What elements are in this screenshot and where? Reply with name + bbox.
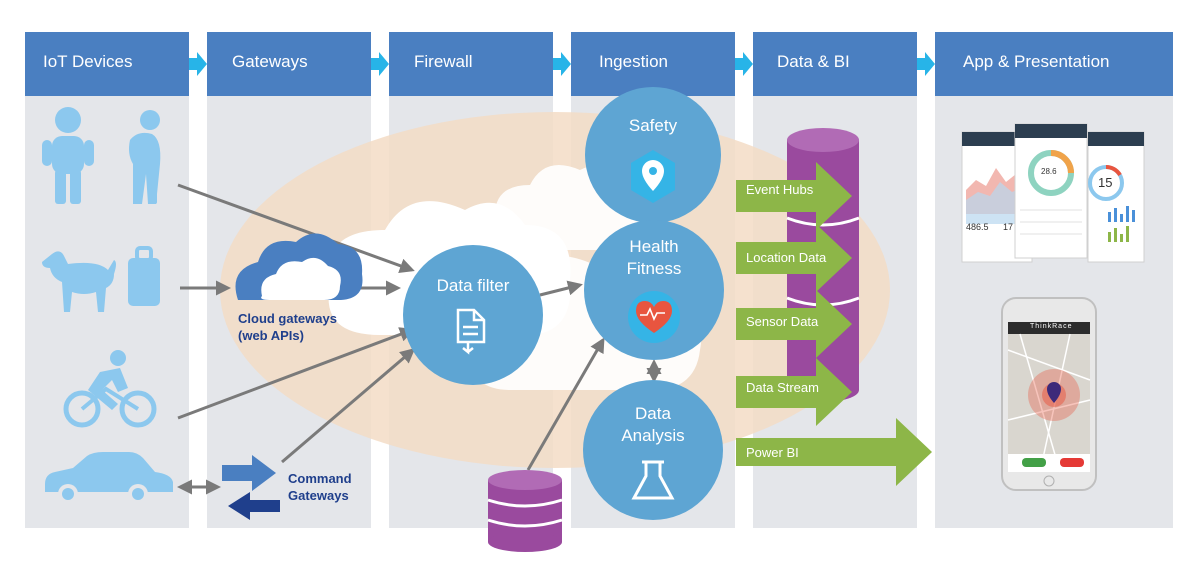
header-app	[935, 32, 1173, 96]
cloud-gateways-line2: (web APIs)	[238, 328, 304, 343]
data-stream-label: Data Stream	[746, 380, 819, 395]
screen-value-1: 486.5	[966, 222, 989, 232]
data-filter-label: Data filter	[436, 276, 510, 295]
location-data-label: Location Data	[746, 250, 827, 265]
column-header-ingestion: Ingestion	[599, 52, 668, 71]
heart-icon	[628, 291, 680, 343]
green-arrow-location	[736, 224, 852, 292]
arrow-elderly-to-filter	[177, 183, 415, 273]
header-data-bi	[753, 32, 917, 96]
safety-label: Safety	[628, 116, 678, 135]
green-arrow-stream	[736, 358, 852, 426]
header-ingestion	[571, 32, 735, 96]
command-gateways-label: Command Gateways	[288, 470, 352, 504]
screen-value-4: 15	[1098, 175, 1113, 190]
screen-value-3: 28.6	[1041, 167, 1057, 176]
cloud-gateways-label: Cloud gateways (web APIs)	[238, 310, 337, 344]
command-gateways-line2: Gateways	[288, 488, 349, 503]
phone-mockup	[1001, 297, 1097, 491]
header-arrow-4	[735, 52, 753, 76]
dog-icon	[42, 251, 116, 312]
luggage-icon	[128, 246, 160, 306]
power-bi-label: Power BI	[746, 445, 799, 460]
column-header-data-bi: Data & BI	[777, 52, 850, 71]
health-circle	[584, 220, 724, 360]
command-gateways-line1: Command	[288, 471, 352, 486]
car-icon	[45, 452, 173, 504]
green-arrow-sensor	[736, 290, 852, 358]
header-arrow-1	[189, 52, 207, 76]
column-header-gateways: Gateways	[232, 52, 308, 71]
header-connectors	[189, 52, 935, 76]
arrow-command-to-filter	[281, 348, 416, 464]
analysis-line1: Data	[635, 404, 671, 423]
cloud-gateway-icon	[235, 233, 363, 300]
analysis-circle	[583, 380, 723, 520]
green-arrow-power-bi	[736, 418, 932, 486]
header-iot	[25, 32, 189, 96]
cyclist-icon	[63, 350, 157, 428]
dashboard-screens	[961, 123, 1145, 263]
header-bars	[25, 32, 1173, 96]
header-gateways	[207, 32, 371, 96]
header-arrow-3	[553, 52, 571, 76]
health-line1: Health	[629, 237, 679, 256]
column-header-iot-devices: IoT Devices	[43, 52, 133, 71]
screen-value-2: 17	[1003, 222, 1014, 232]
green-arrows	[736, 162, 932, 486]
child-icon	[42, 107, 94, 204]
cloud-gateways-line1: Cloud gateways	[238, 311, 337, 326]
data-analysis-label: Data Analysis	[583, 403, 723, 447]
location-pin-icon	[631, 150, 675, 203]
column-header-app-presentation: App & Presentation	[963, 52, 1110, 71]
header-firewall	[389, 32, 553, 96]
green-arrow-event-hubs	[736, 162, 852, 230]
header-arrow-5	[917, 52, 935, 76]
database-icon-small	[487, 470, 563, 552]
phone-brand: ThinkRace	[1030, 323, 1073, 330]
event-hubs-label: Event Hubs	[746, 182, 814, 197]
column-header-firewall: Firewall	[414, 52, 473, 71]
arrow-db-to-health	[526, 337, 605, 471]
iot-device-icons	[42, 107, 173, 504]
health-fitness-label: Health Fitness	[584, 236, 724, 280]
sensor-data-label: Sensor Data	[746, 314, 819, 329]
health-line2: Fitness	[626, 259, 682, 278]
arrow-bike-to-filter	[177, 327, 415, 420]
flow-arrows	[177, 183, 662, 495]
elderly-person-icon	[129, 110, 161, 204]
analysis-line2: Analysis	[621, 426, 685, 445]
header-arrow-2	[371, 52, 389, 76]
flask-icon	[631, 460, 675, 500]
data-filter-icon	[456, 308, 486, 355]
command-gateway-icon	[222, 455, 280, 520]
arrow-filter-to-health	[539, 280, 583, 297]
